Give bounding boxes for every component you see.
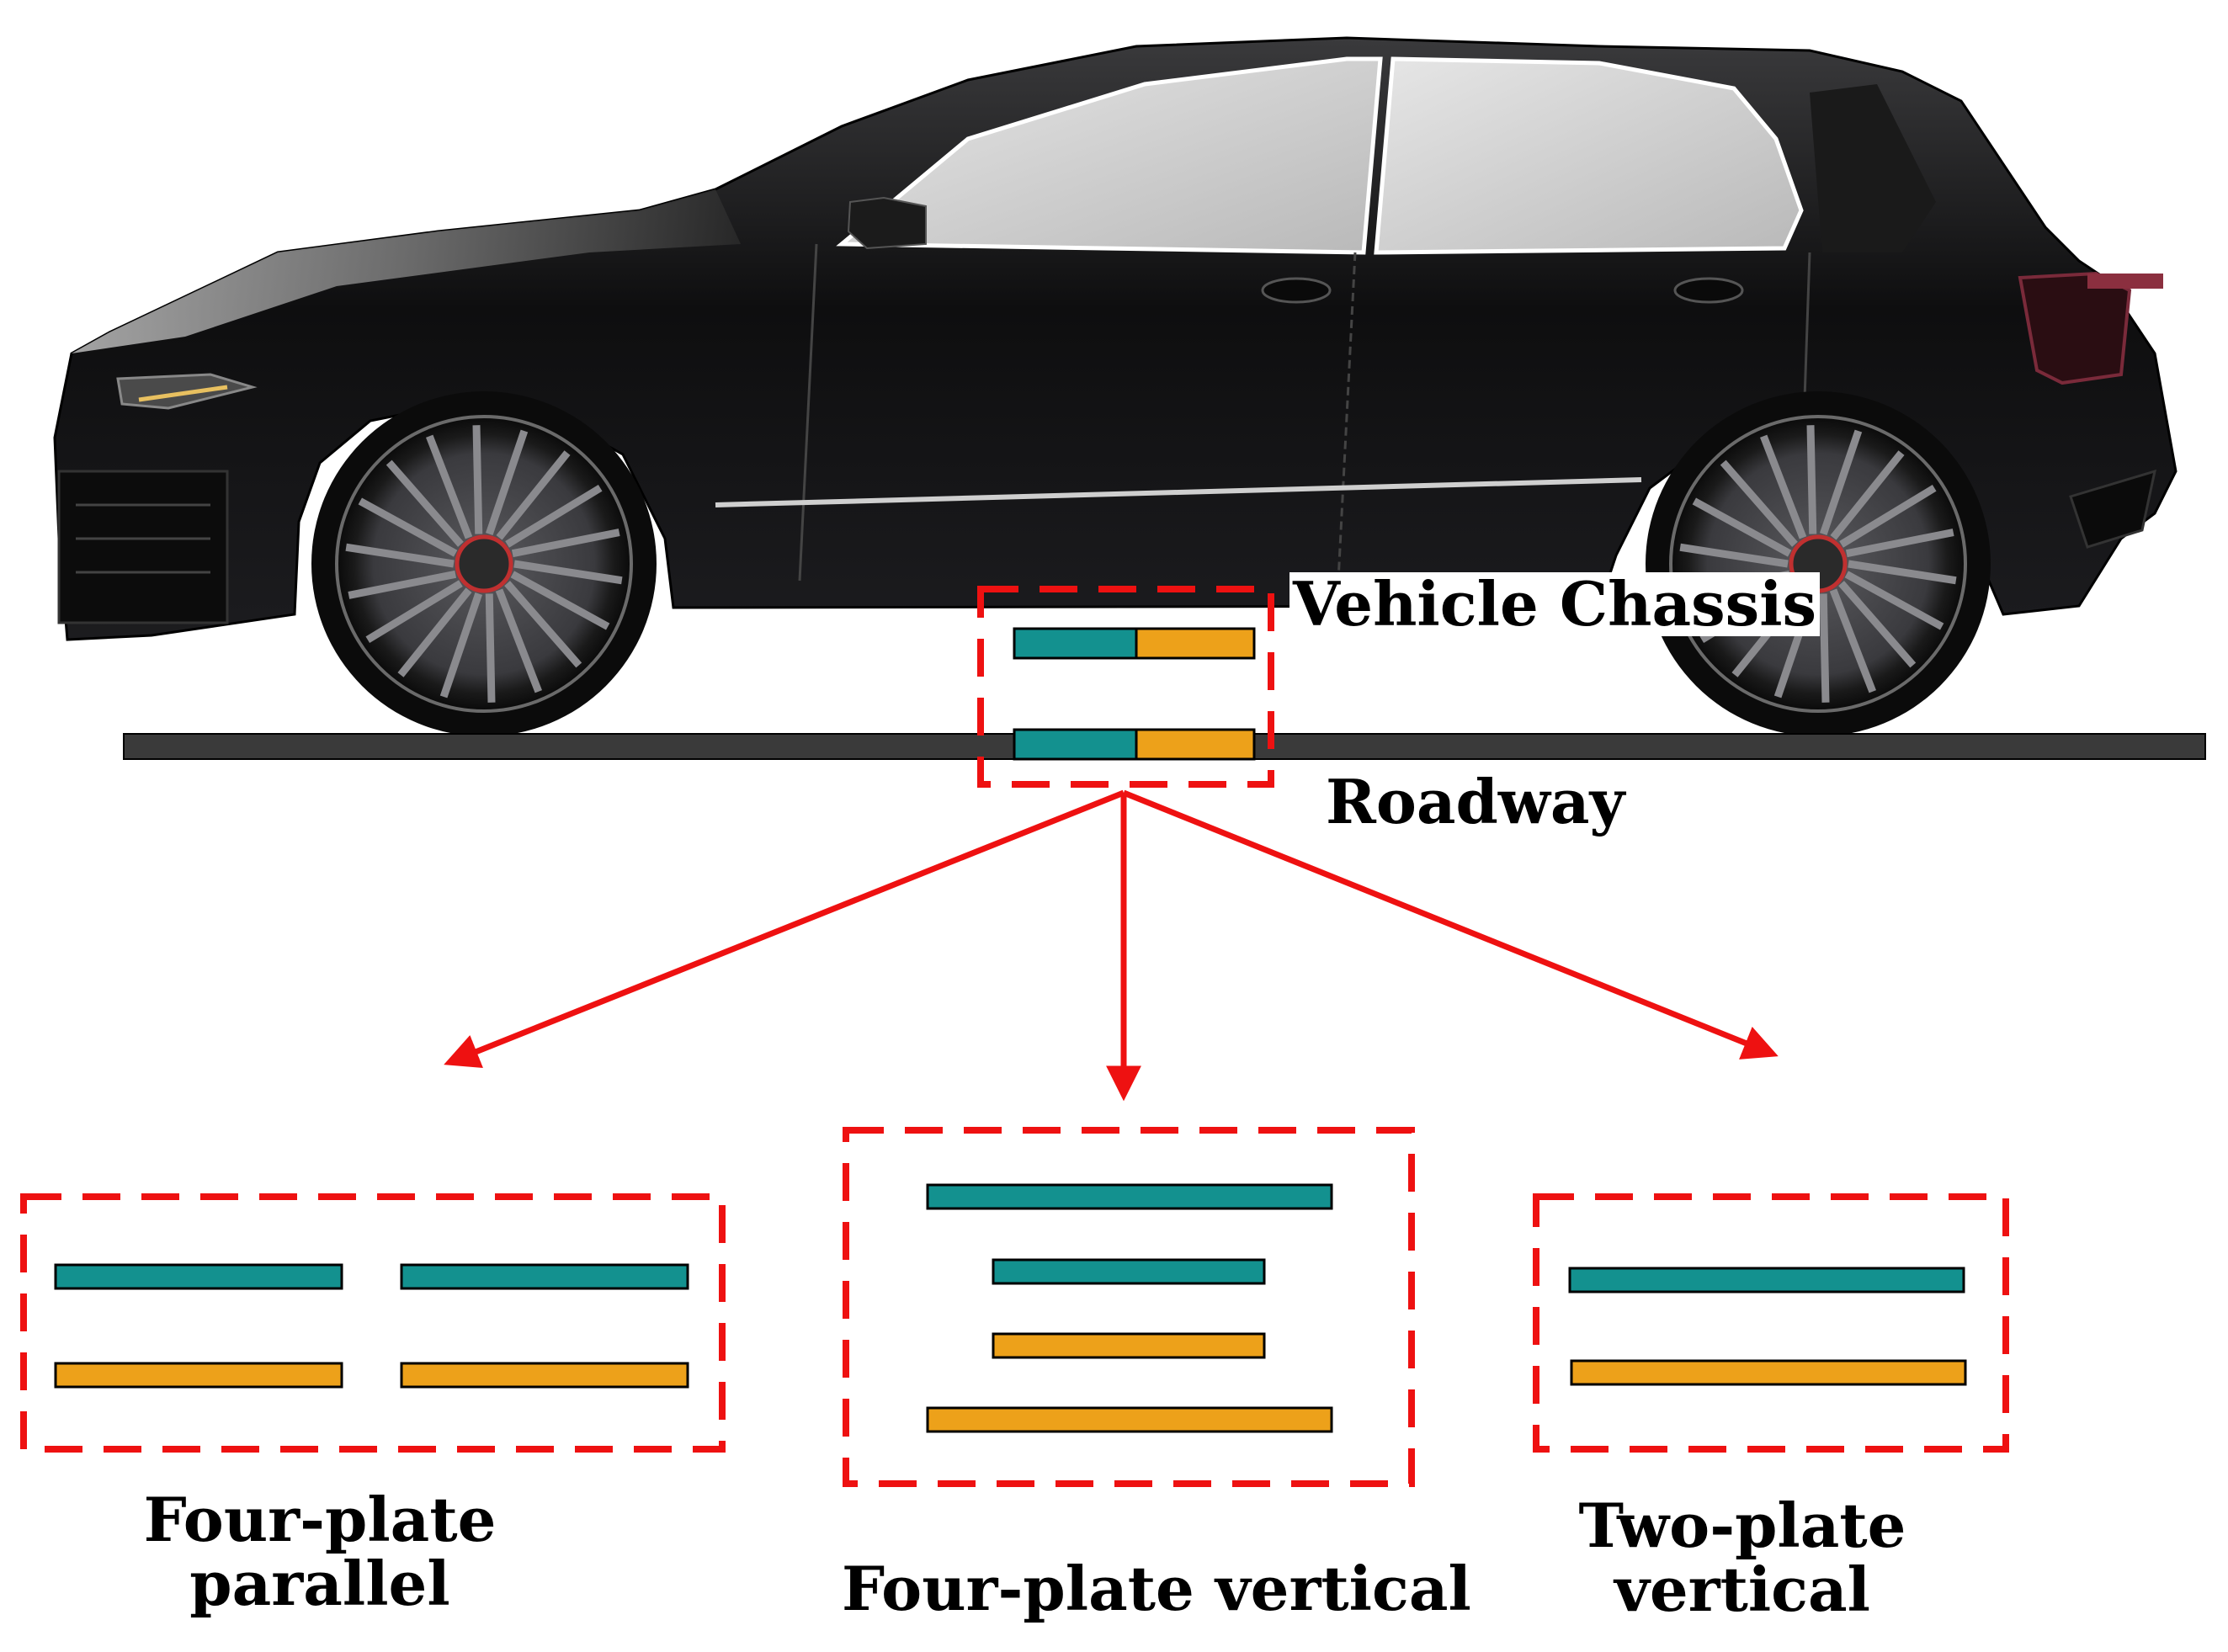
wheel-spoke — [1844, 571, 1944, 630]
four-plate-vertical-box — [843, 1127, 1415, 1487]
wheel-spoke — [348, 570, 457, 599]
fpv-orange-plate-outer — [926, 1406, 1333, 1433]
roadway-plates — [1013, 728, 1256, 761]
car-hood — [72, 189, 741, 353]
car-windshield-window — [836, 56, 1383, 255]
wheel-spoke — [358, 497, 458, 557]
two-plate-vertical-label: Two-plate vertical — [1578, 1490, 1906, 1625]
wheel-spoke — [505, 484, 603, 548]
wheel-spoke — [1819, 429, 1863, 535]
four-plate-parallel-label: Four-plate parallel — [143, 1484, 497, 1619]
tpv-orange-plate — [1570, 1359, 1967, 1386]
wheel-spoke — [1819, 593, 1830, 703]
wheel-spoke — [1806, 425, 1817, 534]
fpv-teal-plate-inner — [992, 1258, 1266, 1285]
wheel-spoke — [511, 529, 620, 558]
four-plate-vertical-label: Four-plate vertical — [842, 1553, 1471, 1624]
wheel-spoke — [495, 588, 542, 693]
car-tail-light — [2018, 271, 2132, 385]
wheel-spoke — [1839, 484, 1937, 548]
wheel-spoke — [1679, 543, 1789, 568]
wheel-spoke — [485, 429, 529, 535]
wheel-spoke — [345, 543, 455, 568]
wheel-spoke — [510, 571, 610, 630]
config-four-plate-parallel — [20, 1193, 726, 1453]
wheel-spoke — [1848, 560, 1957, 585]
config-two-plate-vertical — [1533, 1193, 2009, 1453]
arrow-to-four-plate-parallel — [444, 789, 1125, 1069]
wheel-spoke — [513, 560, 623, 585]
car-chrome-strip — [715, 477, 1642, 507]
car-side-mirror — [847, 196, 927, 250]
two-plate-vertical-box — [1533, 1193, 2009, 1453]
wheel-spoke — [365, 580, 463, 644]
fpp-teal-plate-left — [54, 1263, 343, 1290]
wheel-spoke — [1829, 588, 1876, 693]
wheel-spoke — [485, 593, 496, 703]
chassis-plate-orange — [1135, 627, 1256, 660]
wheel-spoke — [397, 587, 472, 677]
roadway-plate-orange — [1135, 728, 1256, 761]
wheel-spoke — [1845, 529, 1954, 558]
fpp-orange-plate-right — [400, 1362, 689, 1389]
wheel-spoke — [472, 425, 483, 534]
roadway-label: Roadway — [1326, 766, 1625, 837]
chassis-plates — [1013, 627, 1256, 660]
wheel-spoke — [1760, 434, 1807, 539]
wheel-spoke — [496, 450, 571, 540]
wheel-spoke — [426, 434, 473, 539]
fpp-orange-plate-left — [54, 1362, 343, 1389]
config-four-plate-vertical — [843, 1127, 1415, 1487]
car-front-grille — [57, 470, 229, 624]
wheel-spoke — [1830, 450, 1905, 540]
car-quarter-window — [1810, 84, 1936, 252]
fpv-orange-plate-inner — [992, 1332, 1266, 1359]
wheel-spoke — [1720, 459, 1798, 547]
car-door-handle-front — [1261, 277, 1332, 304]
coupler-highlight-box — [977, 586, 1274, 788]
fpp-teal-plate-right — [400, 1263, 689, 1290]
wheel-spoke — [439, 592, 483, 699]
car-door-handle-rear — [1673, 277, 1744, 304]
vehicle-chassis-label: Vehicle Chassis — [1289, 572, 1821, 636]
branch-arrows — [444, 789, 1779, 1102]
tpv-teal-plate — [1568, 1267, 1965, 1293]
wheel-spoke — [504, 581, 582, 668]
wheel-spoke — [1692, 497, 1792, 557]
front-wheel — [311, 391, 657, 736]
four-plate-parallel-box — [20, 1193, 726, 1453]
wheel-spoke — [386, 459, 464, 547]
arrow-to-two-plate-vertical — [1122, 789, 1779, 1060]
fpv-teal-plate-outer — [926, 1183, 1333, 1210]
car-rear-window — [1374, 56, 1804, 255]
chassis-plate-teal — [1013, 627, 1138, 660]
rear-wheel — [1646, 391, 1991, 736]
car-illustration — [53, 36, 2177, 641]
roadway-plate-teal — [1013, 728, 1138, 761]
wheel-spoke — [1838, 581, 1917, 668]
